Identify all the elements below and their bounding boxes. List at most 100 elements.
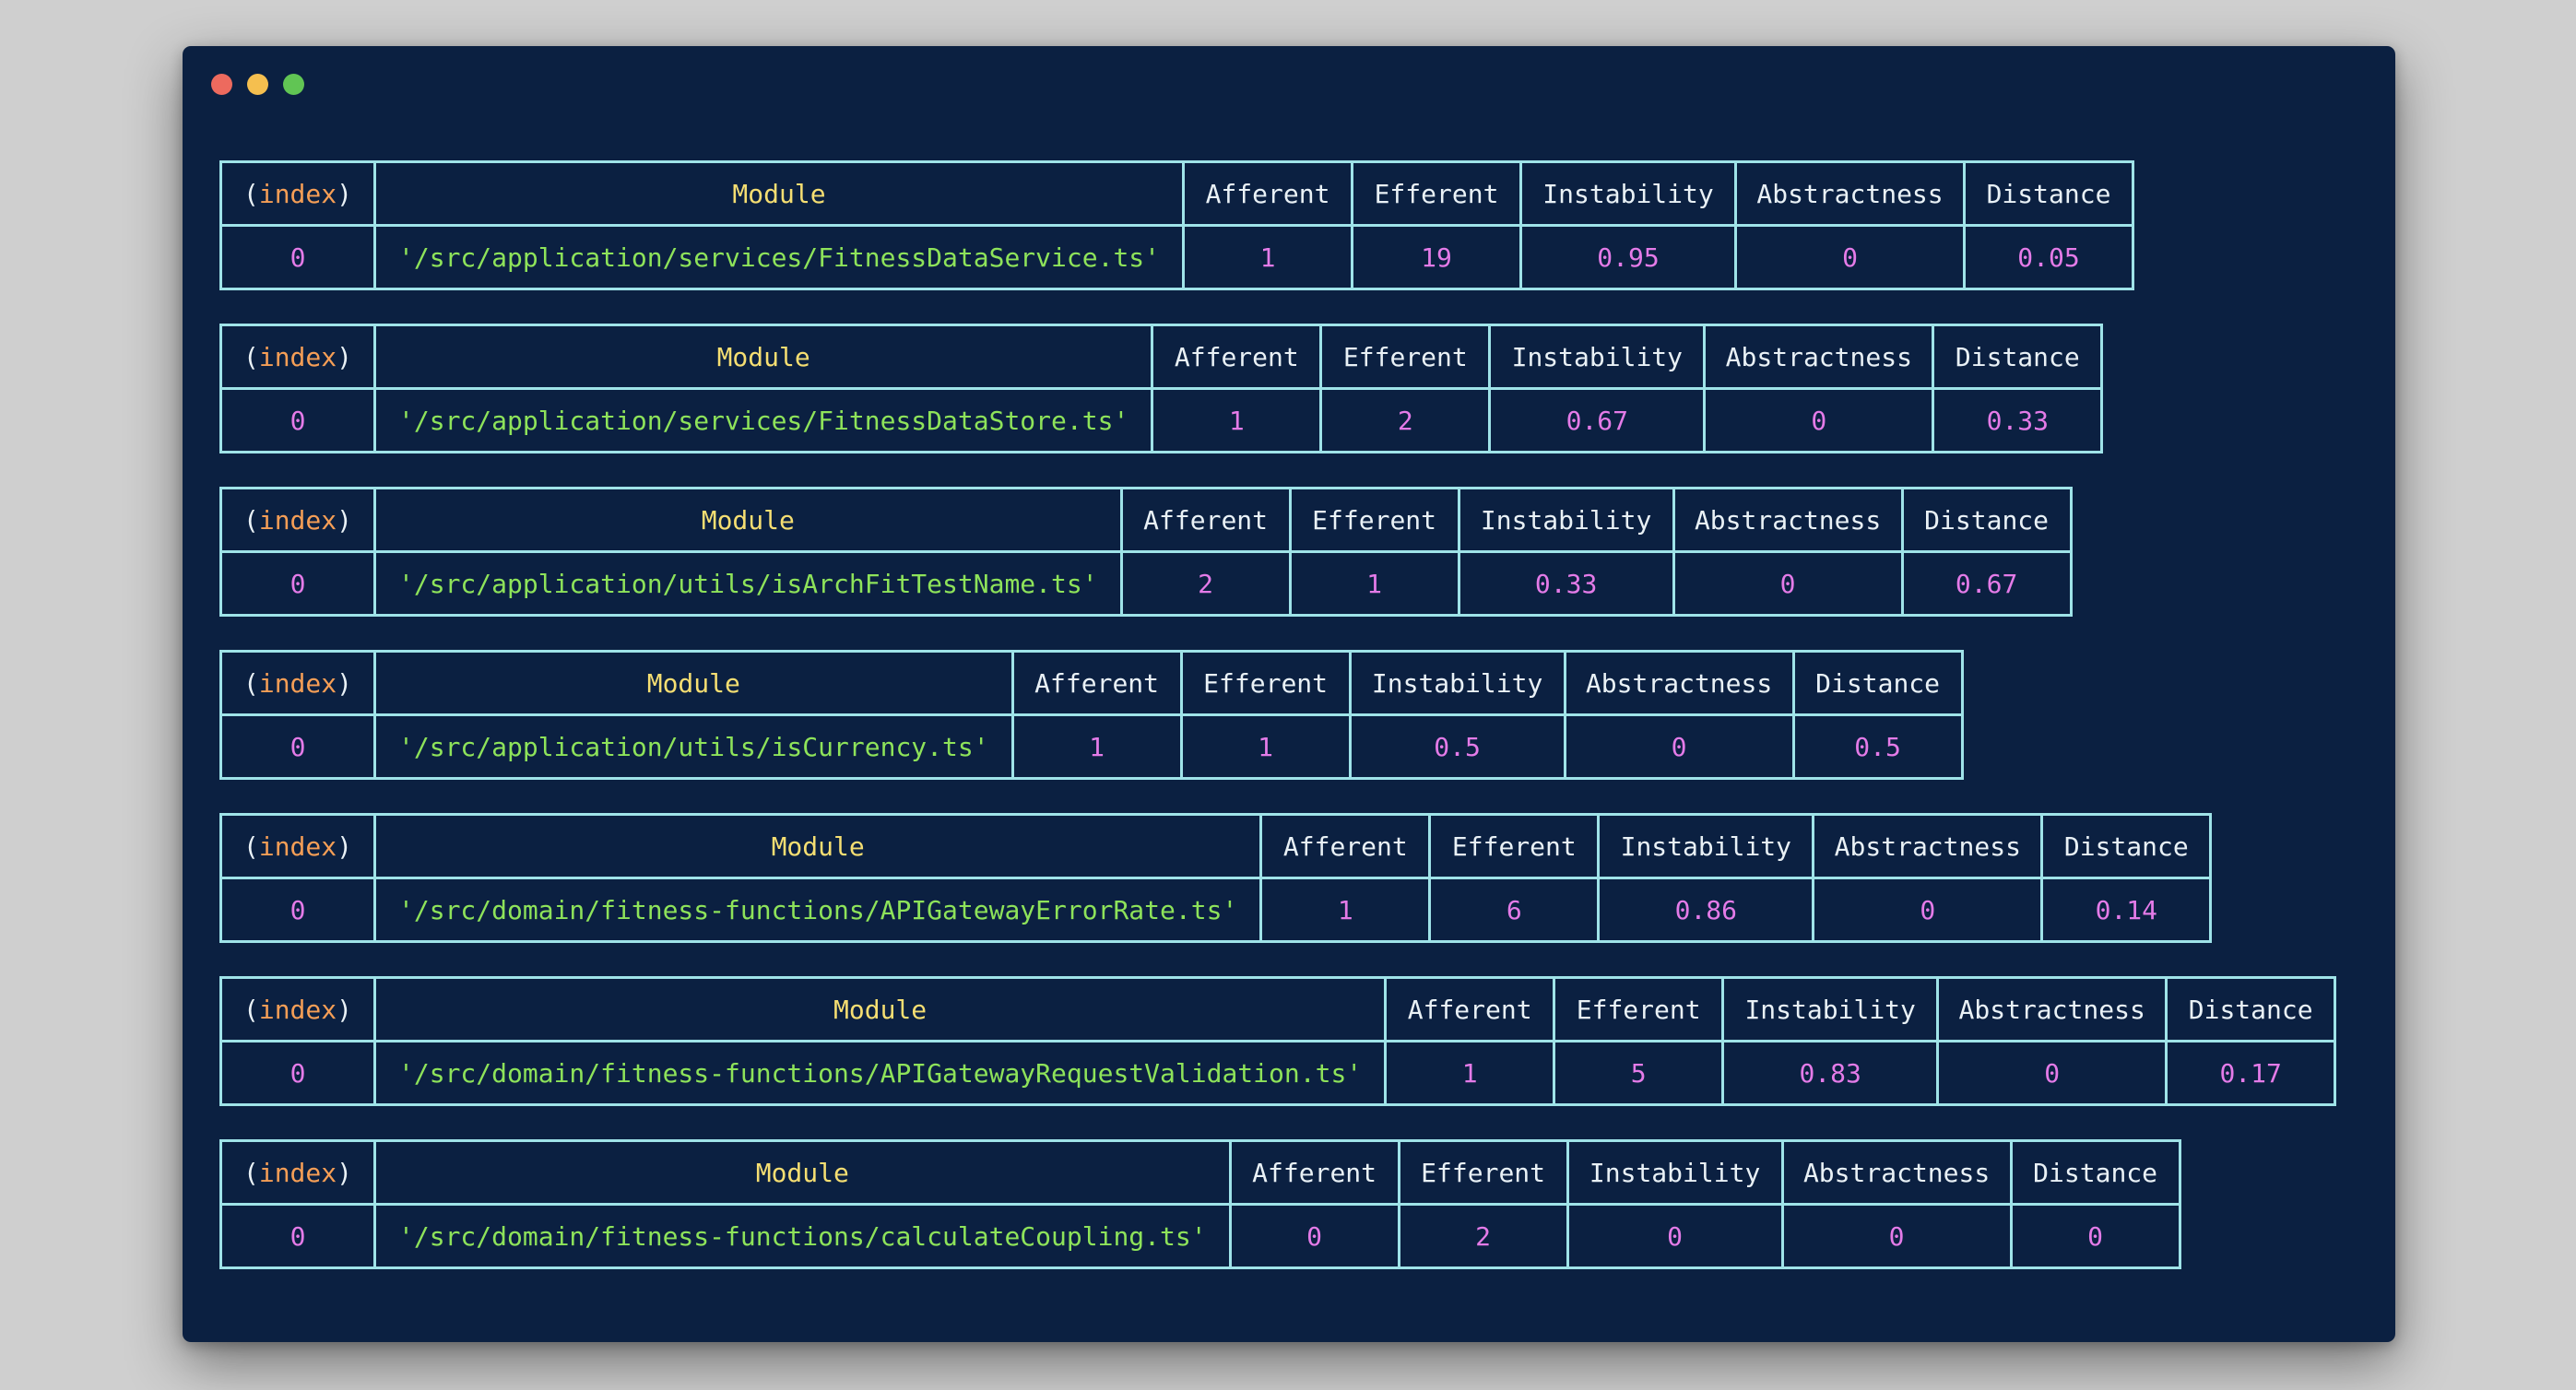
efferent-cell: 19 <box>1351 224 1523 290</box>
metrics-table: (index) Module Afferent Efferent Instabi… <box>219 976 2337 1106</box>
afferent-cell: 0 <box>1228 1203 1400 1269</box>
index-cell: 0 <box>219 224 376 290</box>
module-header: Module <box>373 1139 1232 1206</box>
index-cell: 0 <box>219 877 376 943</box>
table-header-row: (index) Module Afferent Efferent Instabi… <box>219 650 1964 716</box>
table-row: 0 '/src/application/services/FitnessData… <box>219 224 2135 290</box>
distance-cell: 0.05 <box>1963 224 2135 290</box>
distance-cell: 0 <box>2009 1203 2181 1269</box>
module-header: Module <box>372 324 1154 390</box>
module-path-cell: '/src/domain/fitness-functions/APIGatewa… <box>372 877 1263 943</box>
distance-header: Distance <box>1963 160 2135 227</box>
module-path-cell: '/src/domain/fitness-functions/APIGatewa… <box>372 1040 1388 1106</box>
efferent-header: Efferent <box>1288 487 1460 553</box>
abstractness-cell: 0 <box>1563 713 1795 780</box>
abstractness-header: Abstractness <box>1703 324 1935 390</box>
index-header: (index) <box>219 324 376 390</box>
distance-cell: 0.14 <box>2040 877 2213 943</box>
module-path-cell: '/src/domain/fitness-functions/calculate… <box>373 1203 1232 1269</box>
abstractness-cell: 0 <box>1672 550 1904 617</box>
instability-cell: 0.5 <box>1348 713 1566 780</box>
instability-cell: 0.67 <box>1488 387 1707 454</box>
index-header: (index) <box>219 976 376 1042</box>
table-row: 0 '/src/application/services/FitnessData… <box>219 387 2104 454</box>
index-cell: 0 <box>219 387 376 454</box>
metrics-table: (index) Module Afferent Efferent Instabi… <box>219 1139 2181 1269</box>
afferent-cell: 1 <box>1384 1040 1556 1106</box>
table-row: 0 '/src/domain/fitness-functions/APIGate… <box>219 877 2213 943</box>
metrics-table: (index) Module Afferent Efferent Instabi… <box>219 160 2135 290</box>
abstractness-cell: 0 <box>1703 387 1935 454</box>
afferent-header: Afferent <box>1010 650 1183 716</box>
efferent-cell: 1 <box>1179 713 1352 780</box>
afferent-cell: 2 <box>1119 550 1292 617</box>
abstractness-header: Abstractness <box>1563 650 1795 716</box>
abstractness-header: Abstractness <box>1780 1139 2013 1206</box>
instability-header: Instability <box>1348 650 1566 716</box>
efferent-header: Efferent <box>1428 813 1601 879</box>
minimize-button[interactable] <box>247 74 268 95</box>
afferent-header: Afferent <box>1228 1139 1400 1206</box>
table-header-row: (index) Module Afferent Efferent Instabi… <box>219 976 2337 1042</box>
instability-header: Instability <box>1721 976 1940 1042</box>
instability-cell: 0.83 <box>1721 1040 1940 1106</box>
terminal-window: (index) Module Afferent Efferent Instabi… <box>183 46 2395 1342</box>
module-header: Module <box>373 650 1014 716</box>
metrics-table: (index) Module Afferent Efferent Instabi… <box>219 650 1964 780</box>
module-header: Module <box>372 813 1263 879</box>
distance-header: Distance <box>1932 324 2104 390</box>
afferent-header: Afferent <box>1182 160 1354 227</box>
zoom-button[interactable] <box>283 74 304 95</box>
efferent-cell: 2 <box>1397 1203 1569 1269</box>
instability-cell: 0.86 <box>1597 877 1815 943</box>
distance-header: Distance <box>1791 650 1964 716</box>
module-path-cell: '/src/application/services/FitnessDataSt… <box>372 387 1154 454</box>
abstractness-header: Abstractness <box>1734 160 1967 227</box>
index-cell: 0 <box>219 1040 376 1106</box>
abstractness-cell: 0 <box>1780 1203 2013 1269</box>
tables-container: (index) Module Afferent Efferent Instabi… <box>219 160 2337 1302</box>
module-header: Module <box>373 487 1123 553</box>
distance-cell: 0.33 <box>1932 387 2104 454</box>
index-header: (index) <box>219 487 376 553</box>
instability-header: Instability <box>1597 813 1815 879</box>
distance-header: Distance <box>1900 487 2073 553</box>
index-header: (index) <box>219 1139 376 1206</box>
table-row: 0 '/src/domain/fitness-functions/calcula… <box>219 1203 2181 1269</box>
afferent-header: Afferent <box>1384 976 1556 1042</box>
module-path-cell: '/src/application/utils/isCurrency.ts' <box>373 713 1014 780</box>
abstractness-cell: 0 <box>1734 224 1967 290</box>
instability-header: Instability <box>1566 1139 1784 1206</box>
instability-cell: 0.33 <box>1457 550 1675 617</box>
index-cell: 0 <box>219 1203 376 1269</box>
abstractness-header: Abstractness <box>1672 487 1904 553</box>
window-titlebar <box>211 74 304 96</box>
table-row: 0 '/src/application/utils/isCurrency.ts'… <box>219 713 1964 780</box>
afferent-cell: 1 <box>1259 877 1432 943</box>
index-header: (index) <box>219 160 376 227</box>
instability-header: Instability <box>1457 487 1675 553</box>
efferent-header: Efferent <box>1351 160 1523 227</box>
instability-cell: 0 <box>1566 1203 1784 1269</box>
abstractness-cell: 0 <box>1812 877 2044 943</box>
table-row: 0 '/src/application/utils/isArchFitTestN… <box>219 550 2073 617</box>
afferent-header: Afferent <box>1259 813 1432 879</box>
index-cell: 0 <box>219 713 376 780</box>
afferent-cell: 1 <box>1151 387 1323 454</box>
instability-header: Instability <box>1519 160 1738 227</box>
metrics-table: (index) Module Afferent Efferent Instabi… <box>219 487 2073 617</box>
close-button[interactable] <box>211 74 232 95</box>
distance-header: Distance <box>2165 976 2337 1042</box>
instability-header: Instability <box>1488 324 1707 390</box>
abstractness-header: Abstractness <box>1936 976 2168 1042</box>
distance-header: Distance <box>2040 813 2213 879</box>
table-header-row: (index) Module Afferent Efferent Instabi… <box>219 813 2213 879</box>
abstractness-cell: 0 <box>1936 1040 2168 1106</box>
efferent-cell: 5 <box>1553 1040 1725 1106</box>
module-header: Module <box>372 976 1388 1042</box>
table-header-row: (index) Module Afferent Efferent Instabi… <box>219 487 2073 553</box>
abstractness-header: Abstractness <box>1812 813 2044 879</box>
distance-cell: 0.5 <box>1791 713 1964 780</box>
distance-cell: 0.67 <box>1900 550 2073 617</box>
instability-cell: 0.95 <box>1519 224 1738 290</box>
